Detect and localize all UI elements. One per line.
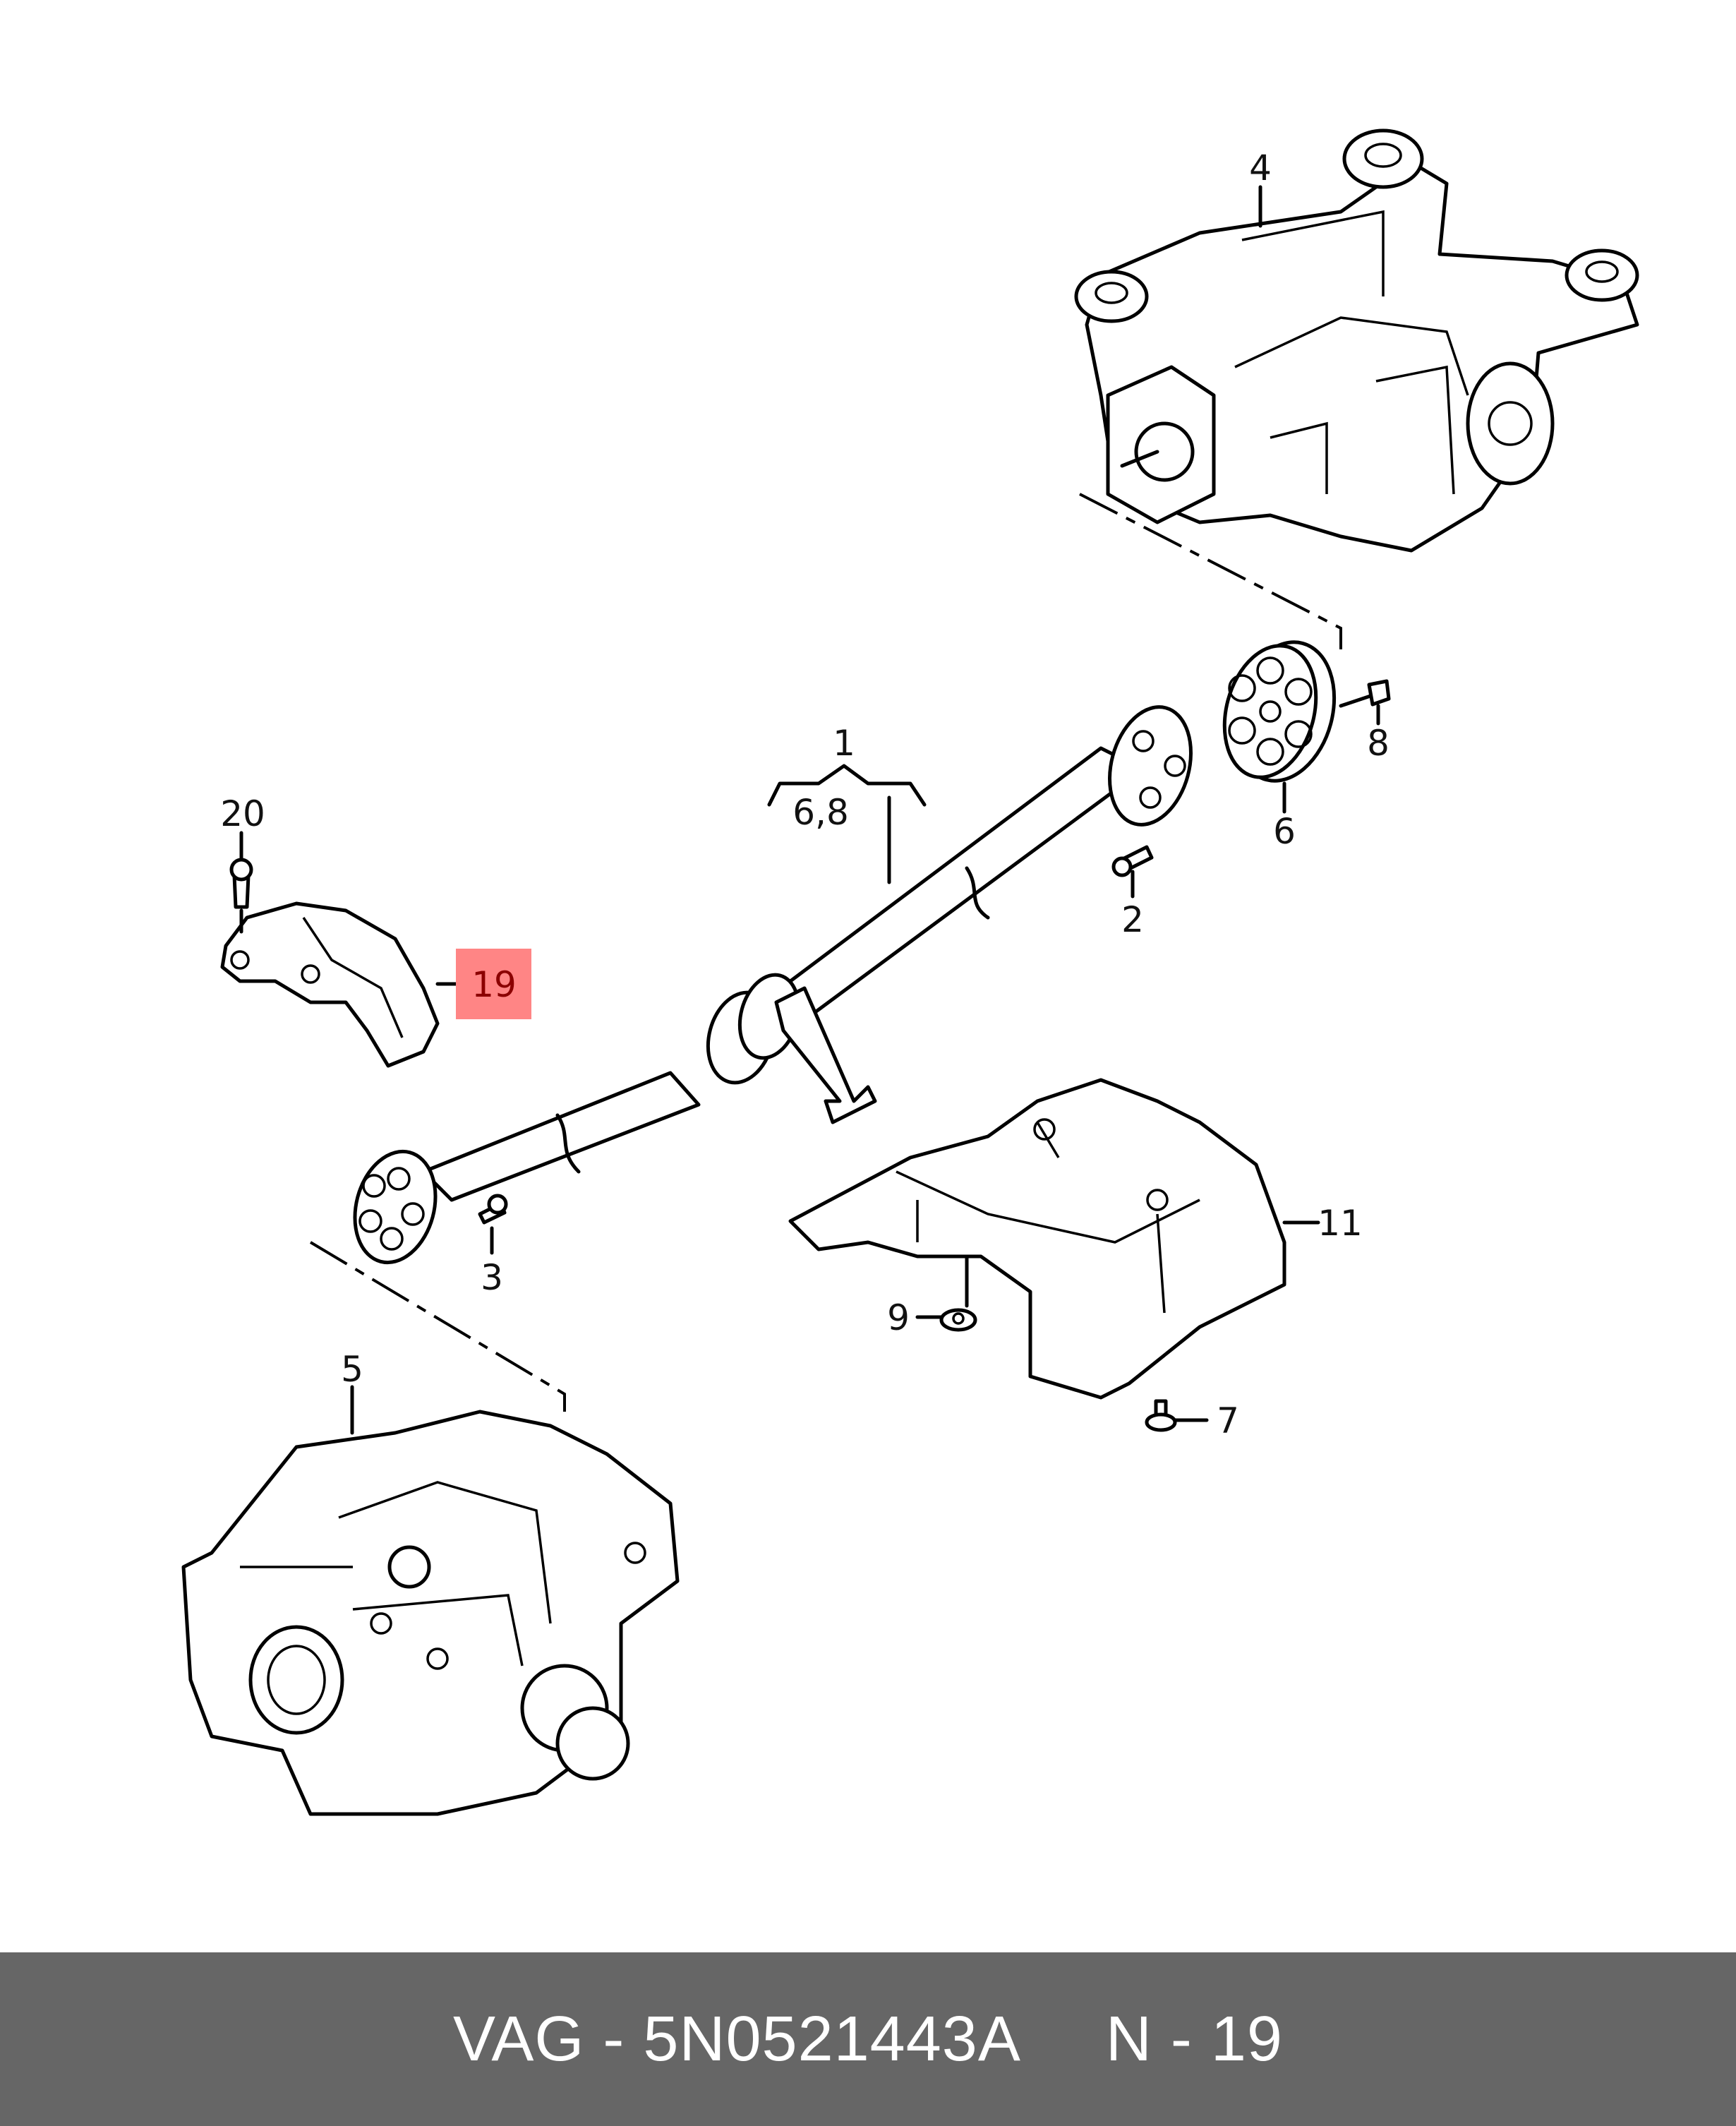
callout-6-8: 6,8 (792, 792, 849, 833)
callout-9: 9 (887, 1297, 910, 1338)
separator: - (584, 2003, 644, 2074)
propshaft[interactable] (343, 698, 1203, 1272)
heat-shield[interactable] (788, 1078, 1286, 1400)
callout-2: 2 (1121, 899, 1144, 940)
nut-9[interactable] (939, 1254, 977, 1332)
brand-label: VAG (453, 2003, 585, 2074)
leader-lines (350, 185, 1380, 1435)
callout-3: 3 (481, 1257, 503, 1298)
part-info-footer: VAG - 5N0521443A N - 19 (0, 1952, 1736, 2126)
ref-prefix: N - (1105, 2003, 1211, 2074)
callout-5: 5 (341, 1349, 363, 1390)
callout-7: 7 (1217, 1400, 1239, 1441)
bolt-3[interactable] (478, 1194, 508, 1225)
bolt-8[interactable] (1339, 679, 1391, 708)
callout-8: 8 (1367, 723, 1390, 764)
gearbox[interactable] (181, 1410, 680, 1816)
callout-11: 11 (1318, 1203, 1363, 1244)
rear-differential[interactable] (1074, 128, 1639, 553)
callout-19[interactable]: 19 (471, 964, 517, 1005)
callout-6: 6 (1273, 811, 1296, 852)
flex-disc-rear[interactable] (1211, 631, 1349, 792)
screw-7[interactable] (1145, 1399, 1177, 1432)
shield-19[interactable] (220, 901, 440, 1068)
bolt-2[interactable] (1111, 845, 1154, 877)
ref-number: 19 (1210, 2003, 1283, 2074)
parts-diagram: 4 1 6,8 8 6 2 20 19 3 11 9 7 5 (181, 128, 1639, 1816)
alignment-line-rear (1079, 493, 1342, 649)
highlight-box (456, 949, 531, 1019)
callout-1: 1 (833, 723, 855, 764)
bolt-20[interactable] (229, 831, 253, 934)
alignment-line-front (309, 1241, 566, 1412)
part-number: 5N0521443A (643, 2003, 1021, 2074)
callout-20: 20 (220, 793, 265, 834)
callout-4: 4 (1249, 148, 1272, 188)
